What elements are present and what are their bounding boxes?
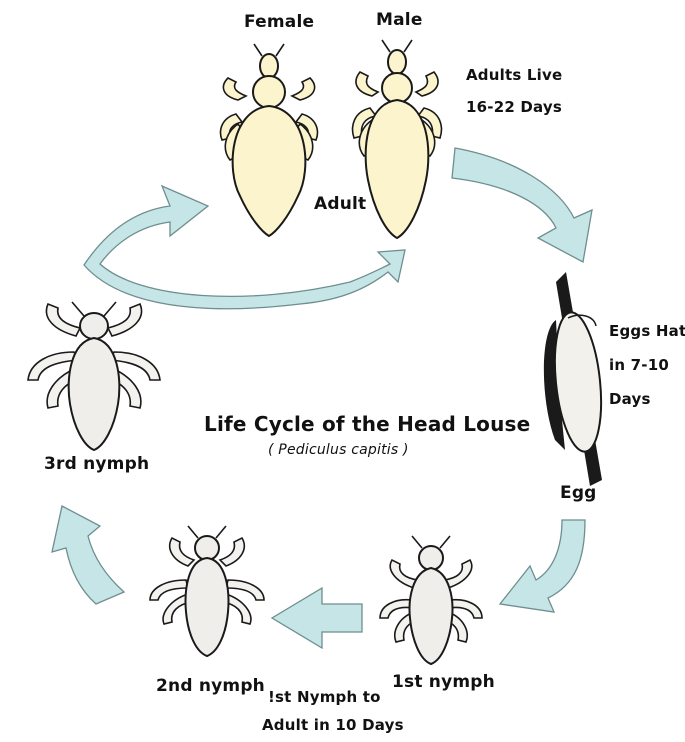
egg-on-hair — [544, 272, 607, 486]
female-louse — [221, 44, 318, 236]
label-female: Female — [244, 12, 314, 32]
label-male: Male — [376, 10, 423, 30]
arrow-egg-to-first-nymph — [500, 520, 585, 612]
label-first-nymph: 1st nymph — [392, 672, 495, 692]
label-egg: Egg — [560, 483, 597, 503]
diagram-title: Life Cycle of the Head Louse — [204, 412, 530, 436]
first-nymph-louse — [380, 536, 482, 664]
second-nymph-louse — [150, 526, 264, 656]
label-adult: Adult — [314, 194, 366, 214]
label-adults-live-1: Adults Live — [466, 62, 562, 88]
label-eggs-hatch-2: in 7-10 — [609, 352, 669, 378]
label-nymph-to-adult-2: Adult in 10 Days — [262, 712, 404, 738]
arrow-adult-to-egg — [452, 148, 592, 262]
third-nymph-louse — [28, 302, 160, 450]
arrow-first-to-second-nymph — [272, 588, 362, 648]
diagram-subtitle: ( Pediculus capitis ) — [268, 442, 409, 458]
label-eggs-hatch-3: Days — [609, 386, 651, 412]
arrow-second-to-third-nymph — [52, 506, 124, 604]
label-third-nymph: 3rd nymph — [44, 454, 149, 474]
label-eggs-hatch-1: Eggs Hatch — [609, 318, 685, 344]
label-second-nymph: 2nd nymph — [156, 676, 265, 696]
label-nymph-to-adult-1: !st Nymph to — [268, 684, 381, 710]
label-adults-live-2: 16-22 Days — [466, 94, 562, 120]
